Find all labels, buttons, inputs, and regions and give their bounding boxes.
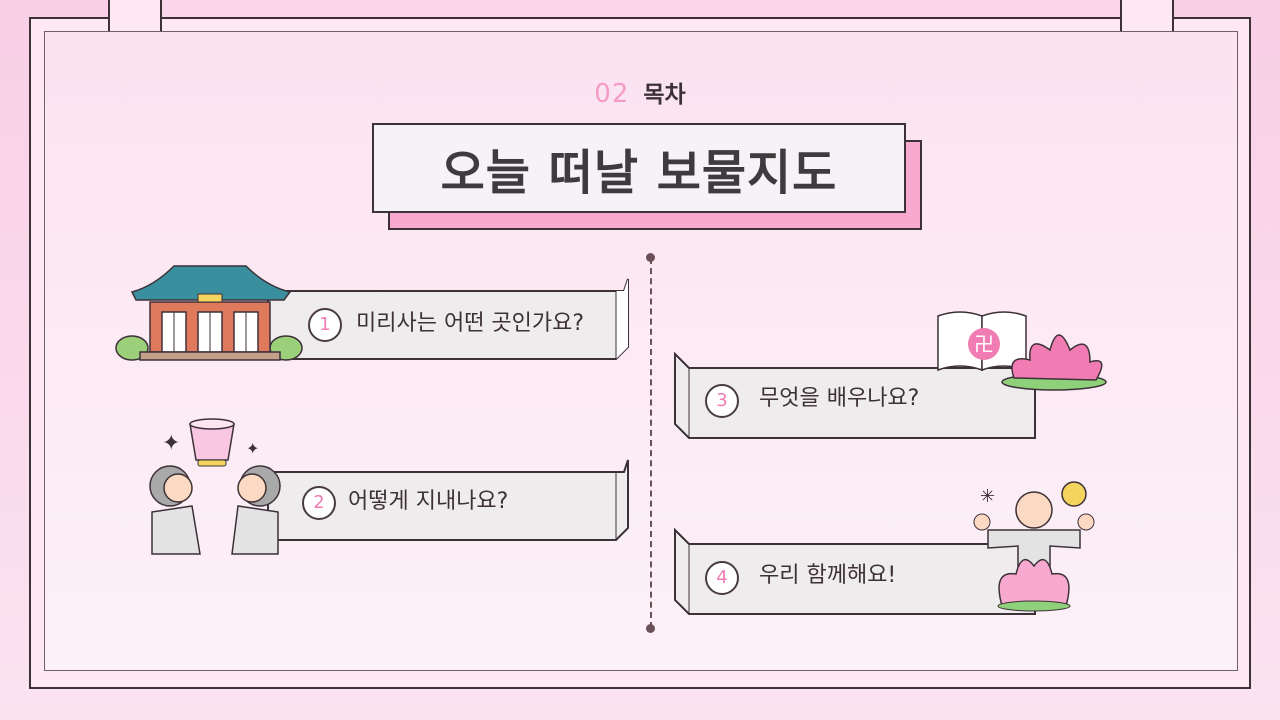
svg-text:✳: ✳ bbox=[980, 486, 995, 507]
divider-dot-bottom bbox=[646, 624, 655, 633]
toc-item-4[interactable]: 4 우리 함께해요! bbox=[673, 528, 1039, 618]
frame-tab-right bbox=[1120, 0, 1174, 32]
monk-lotus-illustration: ✳ bbox=[973, 481, 1095, 612]
toc-item-1[interactable]: 1 미리사는 어떤 곳인가요? bbox=[266, 277, 632, 363]
center-divider bbox=[650, 258, 652, 628]
item-number-badge: 3 bbox=[705, 384, 739, 418]
divider-dot-top bbox=[646, 253, 655, 262]
item-number-badge: 4 bbox=[705, 561, 739, 595]
book-lotus-illustration: 卍 bbox=[937, 311, 1107, 391]
title-box: 오늘 떠날 보물지도 bbox=[372, 123, 906, 213]
section-heading: 02 목차 bbox=[0, 78, 1280, 111]
section-number: 02 bbox=[594, 79, 630, 109]
svg-text:✦: ✦ bbox=[162, 431, 180, 456]
frame-tab-left bbox=[108, 0, 162, 32]
item-text: 미리사는 어떤 곳인가요? bbox=[356, 311, 585, 336]
item-text: 우리 함께해요! bbox=[759, 563, 897, 588]
svg-text:✦: ✦ bbox=[246, 439, 259, 458]
lantern-people-illustration: ✦ ✦ bbox=[149, 418, 281, 555]
item-number-badge: 2 bbox=[302, 486, 336, 520]
svg-text:卍: 卍 bbox=[974, 332, 994, 356]
page-title: 오늘 떠날 보물지도 bbox=[440, 145, 838, 201]
card-shape bbox=[674, 352, 1036, 439]
section-label: 목차 bbox=[643, 82, 686, 108]
toc-item-2[interactable]: 2 어떻게 지내나요? bbox=[266, 458, 632, 544]
top-band bbox=[162, 0, 1120, 17]
item-text: 무엇을 배우나요? bbox=[759, 386, 920, 411]
temple-illustration bbox=[115, 265, 303, 361]
item-number-badge: 1 bbox=[308, 308, 342, 342]
toc-item-3[interactable]: 3 무엇을 배우나요? bbox=[673, 352, 1039, 442]
card-shape bbox=[674, 528, 1036, 615]
item-text: 어떻게 지내나요? bbox=[348, 489, 509, 514]
